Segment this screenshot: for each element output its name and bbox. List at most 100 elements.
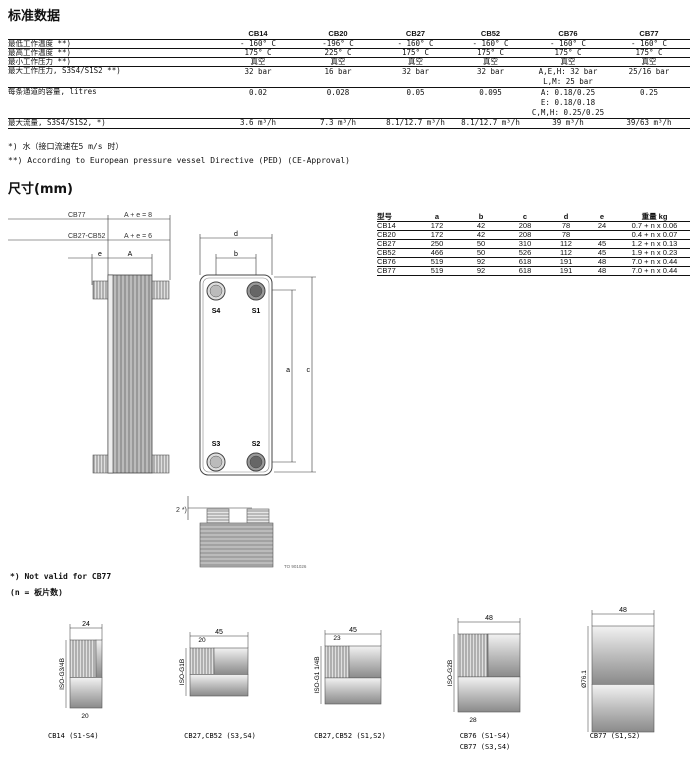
cb77-dim: A + e = 8 bbox=[124, 212, 152, 219]
fitting-iso: ISO-G2B bbox=[447, 660, 454, 686]
fitting-caption: CB14 (S1-S4) bbox=[48, 732, 99, 740]
dimension-cell: 78 bbox=[547, 230, 585, 240]
dimension-cell: 78 bbox=[547, 221, 585, 231]
spec-label: 最高工作温度 **) bbox=[8, 48, 218, 58]
dimension-cell: 466 bbox=[415, 248, 459, 258]
dimension-cell: 250 bbox=[415, 239, 459, 249]
port-label: S3 bbox=[212, 441, 221, 448]
front-view bbox=[199, 274, 273, 476]
spec-value: 真空 bbox=[218, 57, 298, 67]
spec-label: 最大工作压力, S3S4/S1S2 **) bbox=[8, 66, 218, 88]
fitting-iso: ISO-G1B bbox=[179, 659, 186, 685]
spec-value: - 160° C bbox=[453, 39, 528, 49]
port-s3 bbox=[206, 452, 226, 472]
dimension-cell: 45 bbox=[585, 248, 619, 258]
dimension-cell: 0.7 + n x 0.06 bbox=[619, 221, 690, 231]
spec-value: 真空 bbox=[298, 57, 378, 67]
spec-value: 0.02 bbox=[218, 87, 298, 119]
dimension-cell: 42 bbox=[459, 230, 503, 240]
port-s2 bbox=[246, 452, 266, 472]
dimension-cell bbox=[585, 230, 619, 240]
spec-value: A: 0.18/0.25 E: 0.18/0.18 C,M,H: 0.25/0.… bbox=[528, 87, 608, 119]
fitting-thread: 20 bbox=[81, 713, 89, 720]
model-header: CB20 bbox=[328, 29, 348, 38]
spec-value: - 160° C bbox=[528, 39, 608, 49]
model-header: CB77 bbox=[639, 29, 659, 38]
dimension-header: a bbox=[434, 212, 440, 221]
spec-label: 最大流量, S3S4/S1S2, *) bbox=[8, 118, 218, 129]
spec-row: 最低工作温度 **)- 160° C-196° C- 160° C- 160° … bbox=[8, 39, 690, 49]
fitting-caption: CB27,CB52 (S1,S2) bbox=[314, 732, 386, 740]
spec-value: 32 bar bbox=[378, 66, 453, 88]
fitting-width: 24 bbox=[82, 621, 90, 628]
drawing-id: TO 901026 bbox=[284, 564, 307, 569]
dimension-cell: 618 bbox=[503, 266, 547, 276]
dimension-header: b bbox=[478, 212, 484, 221]
spec-row: 最小工作压力 **)真空真空真空真空真空真空 bbox=[8, 57, 690, 67]
note-mark: 2 *) bbox=[176, 507, 187, 514]
dim-e: e bbox=[98, 251, 102, 258]
spec-value: 8.1/12.7 m³/h bbox=[453, 118, 528, 129]
spec-value: 0.028 bbox=[298, 87, 378, 119]
fitting-width: 45 bbox=[349, 627, 357, 634]
dimension-cell: 310 bbox=[503, 239, 547, 249]
dimension-cell: 526 bbox=[503, 248, 547, 258]
fitting-width: 48 bbox=[485, 615, 493, 622]
dimension-cell: CB27 bbox=[377, 239, 415, 249]
spec-value: 175° C bbox=[608, 48, 690, 58]
spec-value: A,E,H: 32 bar L,M: 25 bar bbox=[528, 66, 608, 88]
dim-c: c bbox=[307, 367, 311, 374]
dimension-cell: 24 bbox=[585, 221, 619, 231]
dimension-cell: 45 bbox=[585, 239, 619, 249]
spec-value: 真空 bbox=[608, 57, 690, 67]
spec-value: 39 m³/h bbox=[528, 118, 608, 129]
dimension-cell: 191 bbox=[547, 266, 585, 276]
spec-label: 最低工作温度 **) bbox=[8, 39, 218, 49]
model-header: CB52 bbox=[480, 29, 501, 38]
dimension-cell: 50 bbox=[459, 239, 503, 249]
port-s1 bbox=[246, 281, 266, 301]
spec-header-row: CB14 CB20 CB27 CB52 CB76 CB77 bbox=[8, 29, 690, 40]
dimension-cell: 519 bbox=[415, 257, 459, 267]
dimension-cell: CB77 bbox=[377, 266, 415, 276]
footnote: **) According to European pressure vesse… bbox=[8, 156, 350, 165]
fitting-caption: CB27,CB52 (S3,S4) bbox=[184, 732, 256, 740]
dimension-cell: 1.9 + n x 0.23 bbox=[619, 248, 690, 258]
dimension-cell: CB20 bbox=[377, 230, 415, 240]
spec-value: 175° C bbox=[528, 48, 608, 58]
dimension-cell: CB76 bbox=[377, 257, 415, 267]
cb27-label: CB27-CB52 bbox=[68, 233, 105, 240]
spec-value: - 160° C bbox=[218, 39, 298, 49]
spec-value: 7.3 m³/h bbox=[298, 118, 378, 129]
fitting-width: 45 bbox=[215, 629, 223, 636]
fitting-caption: CB77 (S3,S4) bbox=[460, 743, 511, 751]
dimension-cell: 92 bbox=[459, 257, 503, 267]
page-title: 标准数据 bbox=[8, 9, 61, 24]
spec-value: 175° C bbox=[453, 48, 528, 58]
spec-value: 39/63 m³/h bbox=[608, 118, 690, 129]
spec-value: 真空 bbox=[378, 57, 453, 67]
dimension-cell: 172 bbox=[415, 221, 459, 231]
spec-label: 最小工作压力 **) bbox=[8, 57, 218, 67]
model-header: CB27 bbox=[405, 29, 426, 38]
spec-value: - 160° C bbox=[608, 39, 690, 49]
spec-value: 3.6 m³/h bbox=[218, 118, 298, 129]
cb77-label: CB77 bbox=[68, 212, 86, 219]
port-label: S2 bbox=[252, 441, 261, 448]
dimension-cell: 48 bbox=[585, 266, 619, 276]
spec-value: 32 bar bbox=[453, 66, 528, 88]
dimension-cell: 618 bbox=[503, 257, 547, 267]
